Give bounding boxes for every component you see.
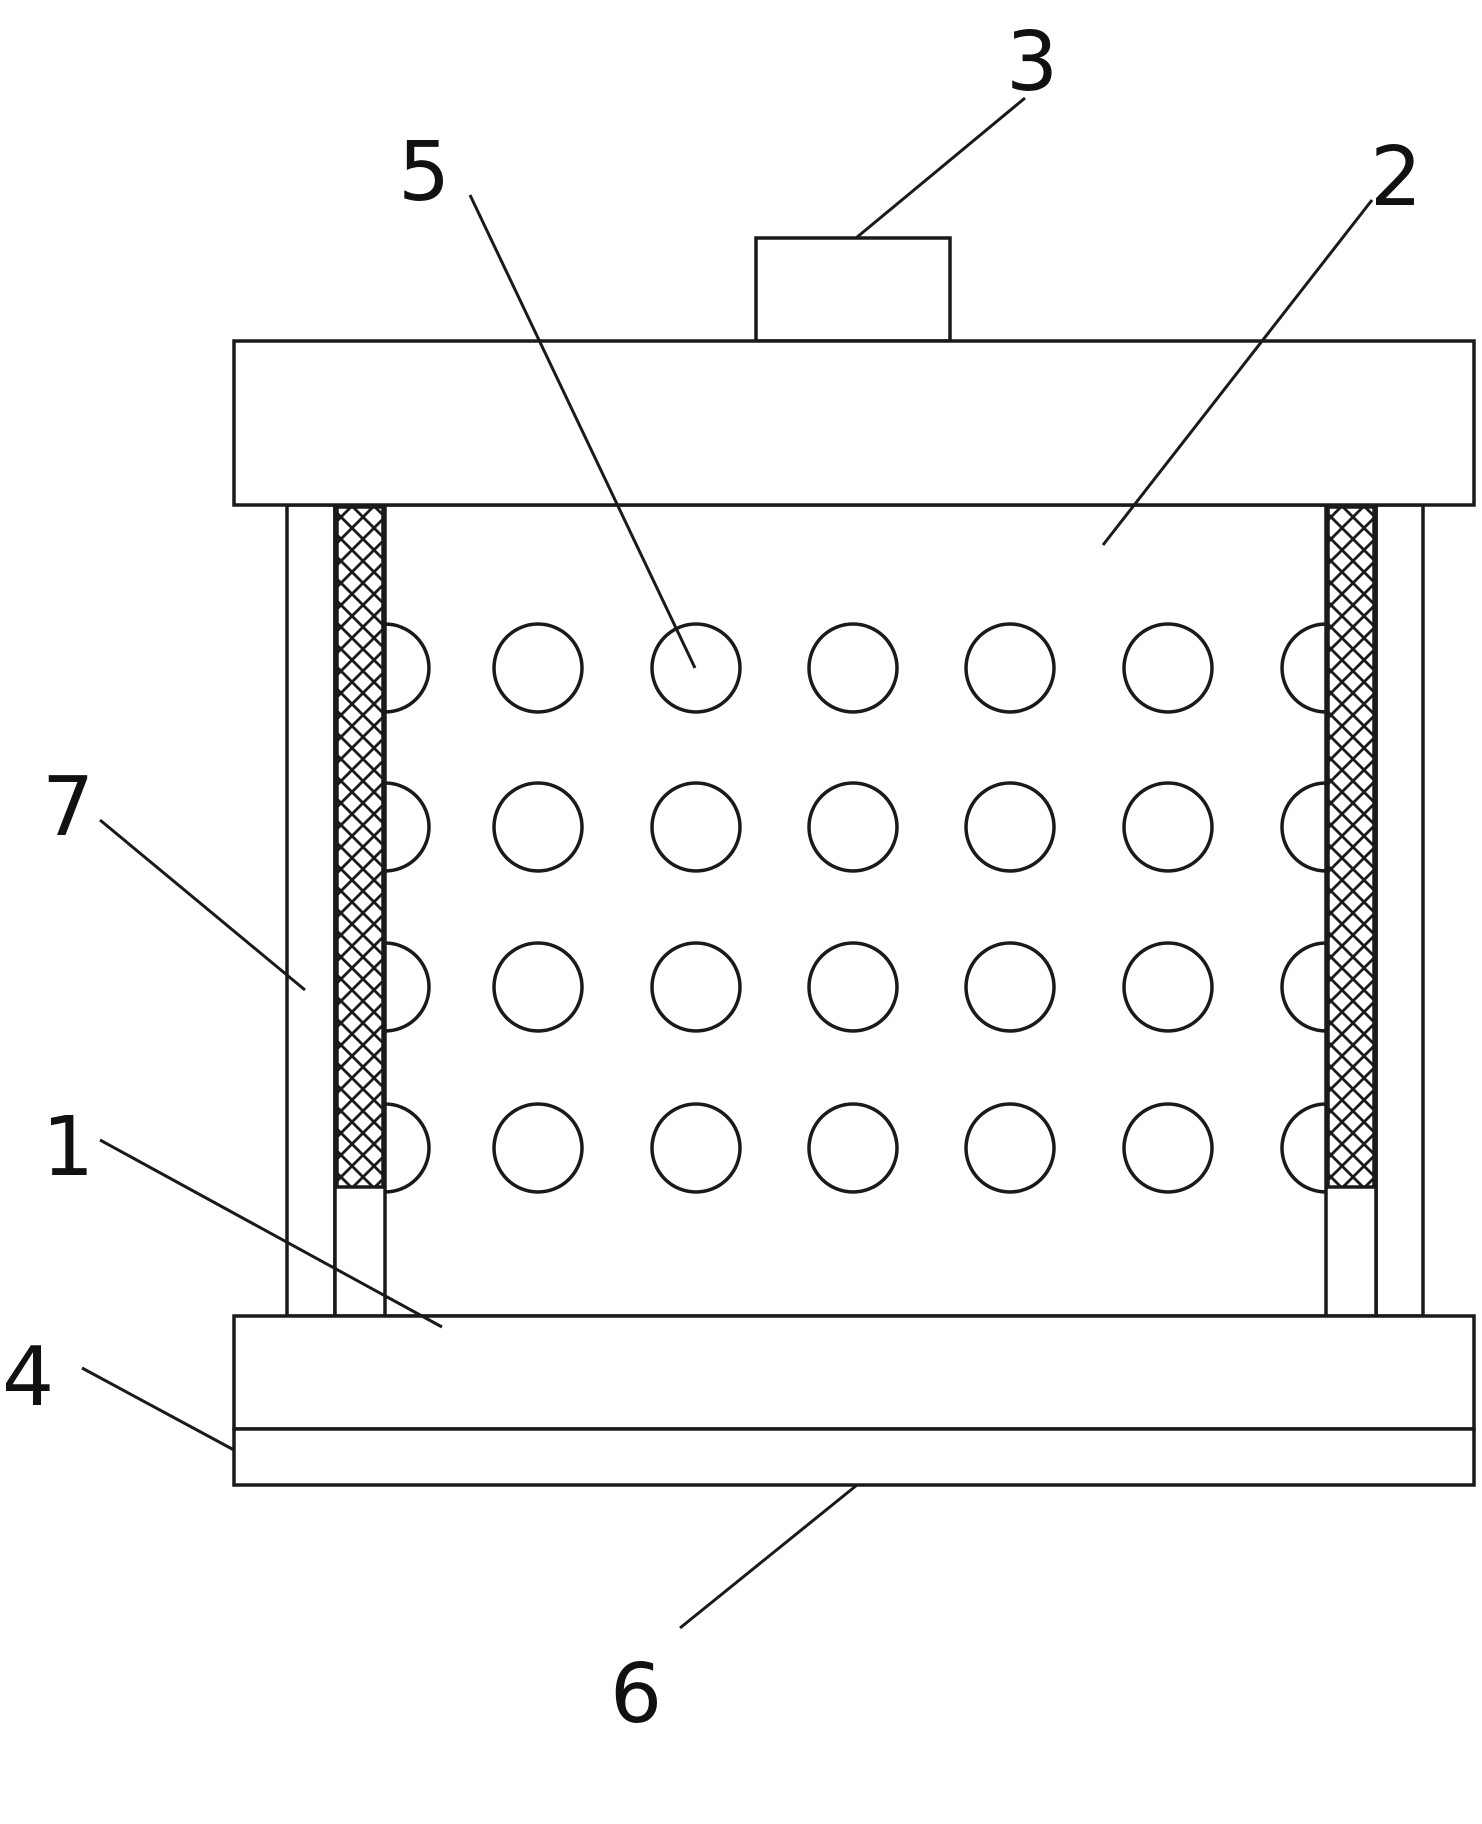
- ventilation-hole: [650, 1102, 742, 1194]
- ventilation-hole: [807, 781, 899, 873]
- top-cover: [232, 339, 1476, 507]
- leader-line-1: [99, 1138, 443, 1329]
- ventilation-hole: [1122, 622, 1214, 714]
- half-hole-left: [384, 1102, 431, 1194]
- callout-label-2: 2: [1370, 130, 1422, 225]
- right-crosshatch-strip: [1326, 505, 1376, 1189]
- ventilation-hole: [650, 941, 742, 1033]
- edge-half-holes: [384, 622, 1327, 1194]
- leader-lines: [81, 96, 1374, 1630]
- half-hole-left: [384, 781, 431, 873]
- callout-label-5: 5: [398, 125, 450, 220]
- half-hole-left: [384, 622, 431, 714]
- bottom-plate: [232, 1427, 1476, 1487]
- callout-label-3: 3: [1006, 15, 1058, 110]
- half-hole-right: [1280, 1102, 1327, 1194]
- half-hole-right: [1280, 622, 1327, 714]
- leader-line-3: [855, 96, 1026, 240]
- ventilation-hole: [807, 941, 899, 1033]
- side-posts: [285, 503, 1425, 1318]
- inner-rails: [333, 503, 1378, 1318]
- leader-line-7: [99, 818, 306, 992]
- ventilation-hole: [964, 622, 1056, 714]
- ventilation-hole: [964, 941, 1056, 1033]
- ventilation-hole: [807, 1102, 899, 1194]
- half-hole-left: [384, 941, 431, 1033]
- ventilation-hole: [807, 622, 899, 714]
- ventilation-hole: [492, 941, 584, 1033]
- ventilation-hole: [492, 781, 584, 873]
- leader-line-4: [81, 1366, 235, 1452]
- leader-line-2: [1101, 199, 1374, 546]
- leader-line-5: [468, 194, 697, 669]
- ventilation-hole: [492, 1102, 584, 1194]
- half-hole-right: [1280, 941, 1327, 1033]
- top-knob: [754, 236, 952, 343]
- left-outer-post: [285, 503, 337, 1318]
- ventilation-hole: [964, 781, 1056, 873]
- half-hole-right: [1280, 781, 1327, 873]
- leader-line-6: [679, 1483, 858, 1630]
- ventilation-hole: [492, 622, 584, 714]
- left-crosshatch-strip: [335, 505, 385, 1189]
- main-body: [333, 503, 1378, 1318]
- callout-label-4: 4: [2, 1330, 54, 1425]
- ventilation-hole-grid: [492, 622, 1214, 1194]
- ventilation-hole: [1122, 1102, 1214, 1194]
- callout-labels: 3 5 2 7 1 4 6: [2, 15, 1422, 1742]
- base-plate: [232, 1314, 1476, 1431]
- ventilation-hole: [1122, 781, 1214, 873]
- callout-label-7: 7: [42, 760, 94, 855]
- callout-label-1: 1: [42, 1100, 94, 1195]
- ventilation-hole: [964, 1102, 1056, 1194]
- ventilation-hole: [650, 622, 742, 714]
- ventilation-hole: [650, 781, 742, 873]
- ventilation-hole: [1122, 941, 1214, 1033]
- right-outer-post: [1374, 503, 1425, 1318]
- callout-label-6: 6: [610, 1647, 662, 1742]
